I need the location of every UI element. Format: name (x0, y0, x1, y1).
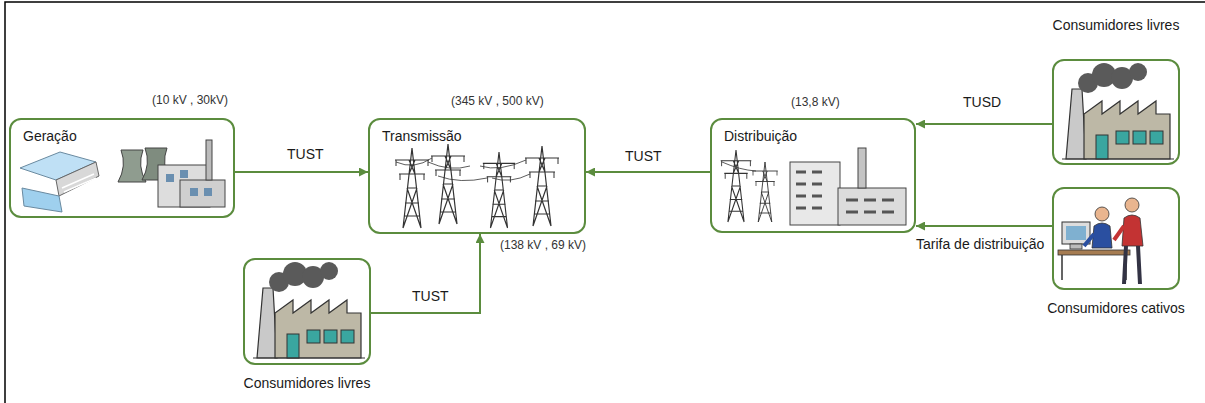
frame-line (5, 2, 1205, 403)
voltage-label: (138 kV , 69 kV) (500, 238, 586, 252)
flow-arrow (916, 123, 1052, 125)
voltage-label: (13,8 kV) (791, 95, 840, 109)
tariff-label: TUST (285, 146, 326, 162)
entity-box: Consumidores livres (243, 258, 371, 365)
tariff-label: Tarifa de distribuição (914, 236, 1046, 252)
dam-icon (20, 152, 99, 212)
entity-box: Transmissão (368, 118, 586, 234)
entity-box: Consumidores cativos (1052, 187, 1180, 290)
entity-box: Geração (9, 118, 235, 218)
box-title: Distribuição (724, 128, 797, 144)
entity-box: Distribuição (710, 118, 916, 233)
factory-icon (253, 262, 365, 358)
distribution-icon (721, 148, 906, 225)
factory-icon (1062, 63, 1174, 159)
people-computer-icon (1058, 198, 1143, 284)
flow-arrow (916, 225, 1052, 227)
tariff-label: TUST (623, 148, 664, 164)
box-caption: Consumidores livres (1053, 17, 1180, 33)
box-title: Transmissão (382, 128, 462, 144)
box-caption: Consumidores cativos (1047, 300, 1185, 316)
tariff-label: TUST (410, 288, 451, 304)
tariff-label: TUSD (961, 94, 1003, 110)
transmission-towers (395, 144, 559, 228)
flow-arrow (235, 171, 368, 173)
voltage-label: (345 kV , 500 kV) (451, 94, 544, 108)
flow-arrow (371, 234, 480, 313)
flow-arrow (586, 171, 710, 173)
entity-box: Consumidores livres (1052, 59, 1180, 165)
power-plant-icon (118, 140, 225, 207)
box-caption: Consumidores livres (244, 375, 371, 391)
box-title: Geração (23, 128, 77, 144)
voltage-label: (10 kV , 30kV) (152, 93, 228, 107)
